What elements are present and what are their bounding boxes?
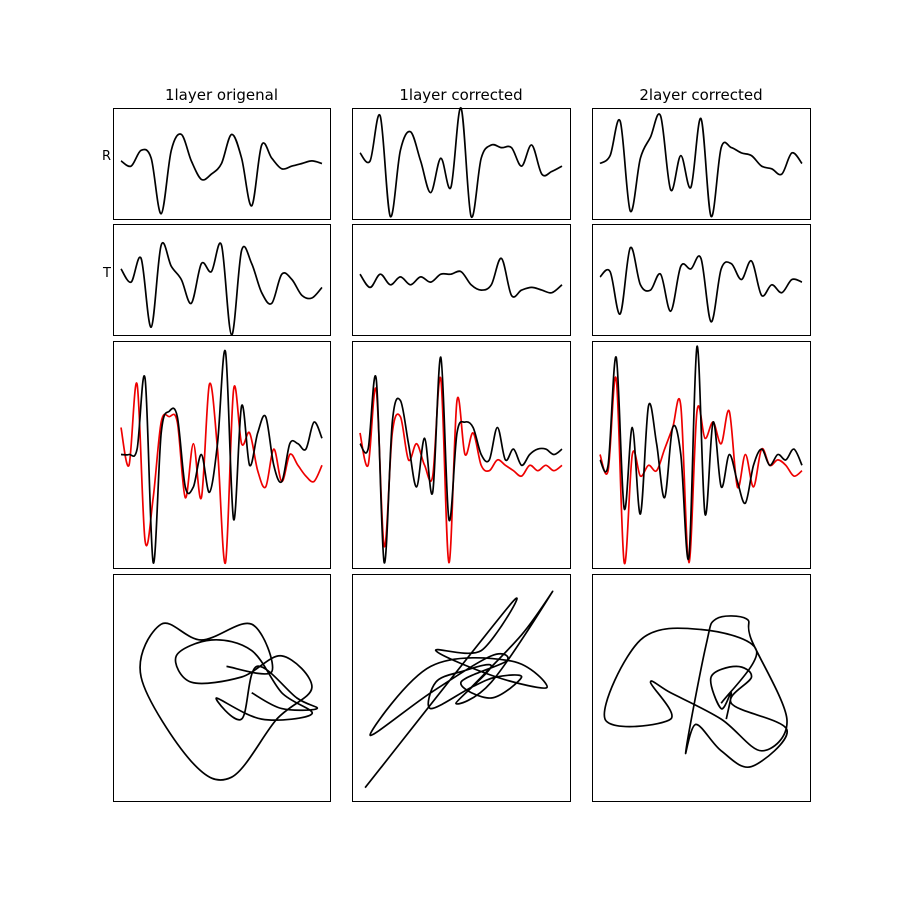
series-line-primary-T-1layer-corrected: [359, 257, 563, 298]
panel-frame-lissajous-1layer-origenal: [113, 574, 331, 802]
panel-frame-overlay-1layer-corrected: [352, 341, 571, 569]
series-line-primary-T-1layer-origenal: [120, 242, 323, 336]
series-line-primary-R-1layer-corrected: [359, 107, 563, 218]
panel-frame-lissajous-2layer-corrected: [592, 574, 811, 802]
series-line-primary-overlay-1layer-corrected: [359, 356, 563, 564]
row-label-t: T: [102, 266, 111, 281]
column-title-2: 1layer corrected: [399, 86, 522, 104]
series-line-primary-lissajous-1layer-origenal: [139, 622, 319, 781]
series-line-primary-R-1layer-origenal: [120, 133, 323, 215]
panel-grid: [113, 107, 811, 802]
column-title-3: 2layer corrected: [639, 86, 762, 104]
panel-frame-T-2layer-corrected: [592, 224, 811, 336]
panel-frame-lissajous-1layer-corrected: [352, 574, 571, 802]
series-line-primary-overlay-1layer-origenal: [120, 349, 323, 564]
panel-frame-T-1layer-origenal: [113, 224, 331, 336]
series-line-primary-T-2layer-corrected: [599, 246, 803, 323]
series-line-primary-lissajous-2layer-corrected: [603, 615, 788, 769]
series-line-primary-overlay-2layer-corrected: [599, 345, 803, 561]
series-line-primary-R-2layer-corrected: [599, 113, 803, 218]
row-label-r: R: [102, 149, 111, 164]
column-title-1: 1layer origenal: [165, 86, 278, 104]
panel-frame-T-1layer-corrected: [352, 224, 571, 336]
series-line-primary-lissajous-1layer-corrected: [364, 590, 554, 789]
